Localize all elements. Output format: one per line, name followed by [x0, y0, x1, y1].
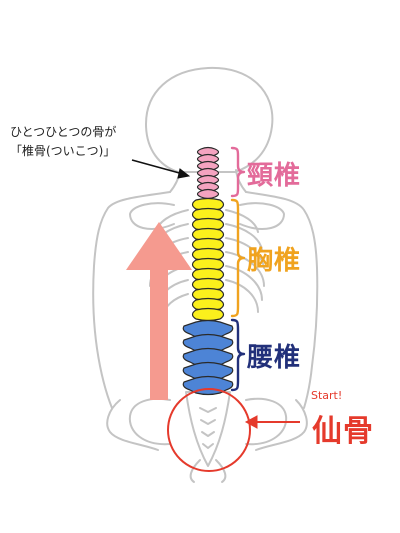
left-arrow-icon: [244, 415, 300, 429]
spine-vertebrae: [182, 146, 234, 396]
start-label: Start!: [311, 389, 343, 402]
thoracic-vertebra: [191, 307, 225, 322]
cervical-vertebra: [196, 174, 220, 186]
lumbar-bracket: [230, 318, 246, 392]
cervical-vertebra: [196, 160, 220, 172]
vertebra-callout: ひとつひとつの骨が 「椎骨(ついこつ)」: [10, 123, 170, 161]
cervical-vertebra: [196, 153, 220, 165]
thoracic-vertebra: [191, 287, 225, 302]
pointer-arrow-icon: [131, 159, 191, 179]
thoracic-vertebra: [191, 277, 225, 292]
callout-line-2: 「椎骨(ついこつ)」: [10, 144, 116, 158]
thoracic-vertebra: [191, 297, 225, 312]
callout-line-1: ひとつひとつの骨が: [10, 125, 117, 139]
thoracic-label: 胸椎: [247, 246, 302, 276]
thoracic-bracket: [230, 198, 246, 318]
sacrum-label: 仙骨: [312, 414, 374, 449]
thoracic-vertebra: [191, 217, 225, 232]
thoracic-vertebra: [191, 267, 225, 282]
cervical-bracket: [230, 146, 246, 198]
lumbar-label: 腰椎: [247, 343, 302, 373]
cervical-vertebra: [196, 146, 220, 158]
sacrum-highlight-circle: [167, 388, 251, 472]
upward-arrow-icon: [126, 222, 192, 400]
cervical-label: 頸椎: [247, 161, 302, 191]
thoracic-vertebra: [191, 207, 225, 222]
thoracic-vertebra: [191, 197, 225, 212]
thoracic-vertebra: [191, 247, 225, 262]
thoracic-vertebra: [191, 237, 225, 252]
cervical-vertebra: [196, 188, 220, 200]
cervical-vertebra: [196, 167, 220, 179]
thoracic-vertebra: [191, 257, 225, 272]
thoracic-vertebra: [191, 227, 225, 242]
cervical-vertebra: [196, 181, 220, 193]
